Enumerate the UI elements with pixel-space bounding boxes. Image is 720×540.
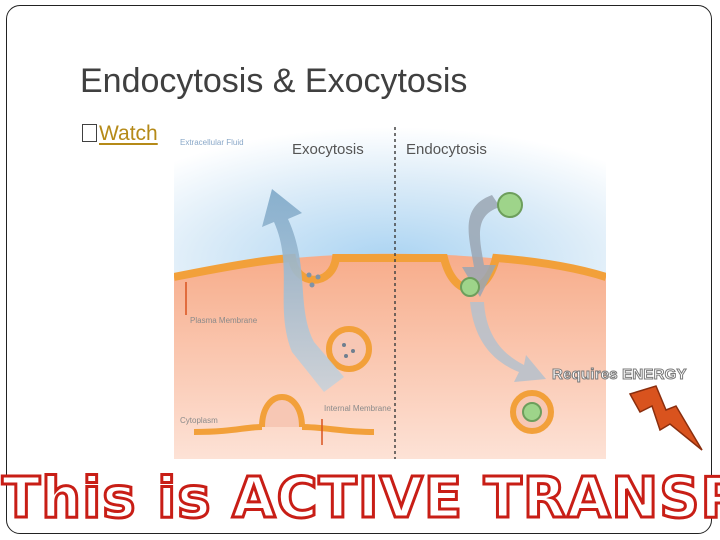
internal-membrane — [193, 424, 375, 435]
secretory-vesicle — [326, 326, 372, 372]
extracellular-fluid-label: Extracellular Fluid — [180, 138, 244, 147]
endocytosis-arrow-top — [462, 195, 500, 297]
lightning-bolt-icon — [628, 385, 703, 451]
golgi-bud — [259, 394, 305, 428]
captured-particle — [460, 277, 480, 297]
slide-frame — [6, 5, 712, 534]
exocytosis-label: Exocytosis — [292, 141, 364, 158]
endocytosis-arrow-bottom — [470, 302, 546, 382]
watch-link[interactable]: Watch — [99, 122, 158, 145]
extracellular-particle — [497, 192, 523, 218]
endocytosis-label: Endocytosis — [406, 141, 487, 158]
plasma-membrane-label: Plasma Membrane — [190, 316, 258, 325]
active-transport-banner: This is ACTIVE TRANSPORT — [1, 465, 720, 533]
requires-energy-callout: Requires ENERGY — [552, 366, 688, 384]
bullet-item: Watch — [82, 122, 158, 146]
cytoplasm-label: Cytoplasm — [180, 416, 218, 425]
endocytosis-exocytosis-diagram: Extracellular Fluid Exocytosis Endocytos… — [174, 127, 606, 459]
slide-title: Endocytosis & Exocytosis — [80, 62, 468, 100]
bullet-box-icon — [82, 124, 97, 142]
internal-membrane-label: Internal Membrane — [324, 404, 392, 413]
plasma-membrane — [174, 253, 606, 293]
exocytosis-arrow — [262, 189, 344, 392]
